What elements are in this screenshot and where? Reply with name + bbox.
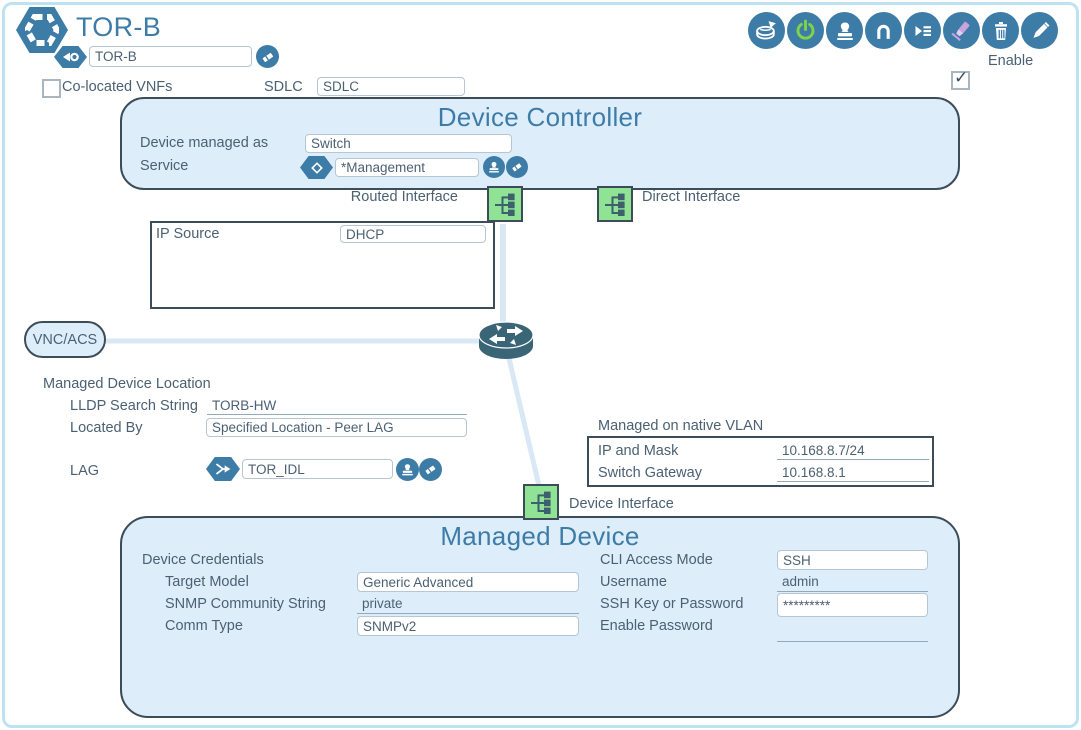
database-save-icon[interactable] — [748, 12, 785, 49]
vnc-acs-node[interactable]: VNC/ACS — [24, 321, 106, 358]
highlighter-icon[interactable] — [943, 12, 980, 49]
stamp-icon[interactable] — [826, 12, 863, 49]
ip-source-box: IP Source — [150, 221, 495, 309]
enable-label: Enable — [988, 53, 1034, 69]
page-title: TOR-B — [76, 12, 162, 42]
lag-stamp-icon[interactable] — [396, 458, 419, 481]
service-clear-icon[interactable] — [506, 156, 528, 178]
direct-interface-label: Direct Interface — [642, 189, 741, 205]
toolbar — [748, 12, 1058, 49]
key-icon — [54, 46, 87, 68]
lag-clear-icon[interactable] — [419, 458, 442, 481]
enable-password-input[interactable] — [777, 624, 928, 642]
vlan-address-box: IP and Mask Switch Gateway — [587, 436, 934, 487]
ssh-key-input[interactable] — [777, 593, 928, 617]
service-diamond-icon — [300, 156, 333, 179]
snmp-community-label: SNMP Community String — [165, 596, 326, 612]
managed-as-input[interactable] — [305, 134, 512, 153]
service-input[interactable] — [335, 158, 479, 177]
username-label: Username — [600, 574, 667, 590]
lldp-input[interactable] — [207, 396, 467, 415]
routed-interface-icon[interactable] — [487, 186, 523, 222]
ip-source-label: IP Source — [156, 226, 220, 242]
managed-device-title: Managed Device — [440, 521, 640, 551]
ssh-key-label: SSH Key or Password — [600, 596, 744, 612]
sdlc-label: SDLC — [264, 79, 303, 95]
managed-as-label: Device managed as — [140, 135, 269, 151]
cli-access-mode-input[interactable] — [777, 550, 928, 570]
target-model-label: Target Model — [165, 574, 249, 590]
clear-name-icon[interactable] — [256, 45, 279, 68]
lag-input[interactable] — [242, 459, 393, 479]
switch-gateway-label: Switch Gateway — [598, 465, 702, 481]
comm-type-input[interactable] — [357, 616, 579, 636]
located-by-input[interactable] — [206, 418, 467, 437]
native-vlan-label: Managed on native VLAN — [598, 418, 764, 434]
ip-mask-input[interactable] — [777, 441, 929, 460]
enable-password-label: Enable Password — [600, 618, 713, 634]
arch-icon[interactable] — [865, 12, 902, 49]
cli-access-mode-label: CLI Access Mode — [600, 552, 713, 568]
device-controller-title: Device Controller — [437, 102, 643, 132]
snmp-community-input[interactable] — [357, 594, 579, 614]
pencil-icon[interactable] — [1021, 12, 1058, 49]
device-interface-label: Device Interface — [569, 496, 674, 512]
list-run-icon[interactable] — [904, 12, 941, 49]
device-credentials-heading: Device Credentials — [142, 552, 264, 568]
colocated-vnfs-label: Co-located VNFs — [62, 79, 173, 95]
service-stamp-icon[interactable] — [483, 156, 505, 178]
enable-checkbox[interactable] — [951, 68, 970, 90]
target-model-input[interactable] — [357, 572, 579, 592]
location-heading: Managed Device Location — [43, 376, 211, 392]
vnc-acs-label: VNC/ACS — [32, 331, 98, 348]
username-input[interactable] — [777, 572, 928, 592]
switch-gateway-input[interactable] — [777, 463, 929, 482]
sdlc-input[interactable] — [317, 77, 465, 96]
direct-interface-icon[interactable] — [597, 186, 633, 222]
ip-source-input[interactable] — [340, 225, 486, 243]
managed-device-panel: Managed Device Device Credentials Target… — [120, 516, 960, 718]
colocated-vnfs-checkbox[interactable] — [42, 79, 61, 98]
device-interface-icon[interactable] — [523, 484, 559, 520]
comm-type-label: Comm Type — [165, 618, 243, 634]
ip-mask-label: IP and Mask — [598, 443, 679, 459]
trash-icon[interactable] — [982, 12, 1019, 49]
power-icon[interactable] — [787, 12, 824, 49]
lldp-label: LLDP Search String — [70, 398, 198, 414]
router-icon[interactable] — [478, 321, 534, 359]
device-controller-panel: Device Controller Device managed as Serv… — [120, 97, 960, 190]
lag-label: LAG — [70, 463, 100, 479]
routed-interface-label: Routed Interface — [350, 189, 458, 205]
located-by-label: Located By — [70, 420, 143, 436]
service-label: Service — [140, 158, 189, 174]
device-name-input[interactable] — [89, 46, 252, 67]
